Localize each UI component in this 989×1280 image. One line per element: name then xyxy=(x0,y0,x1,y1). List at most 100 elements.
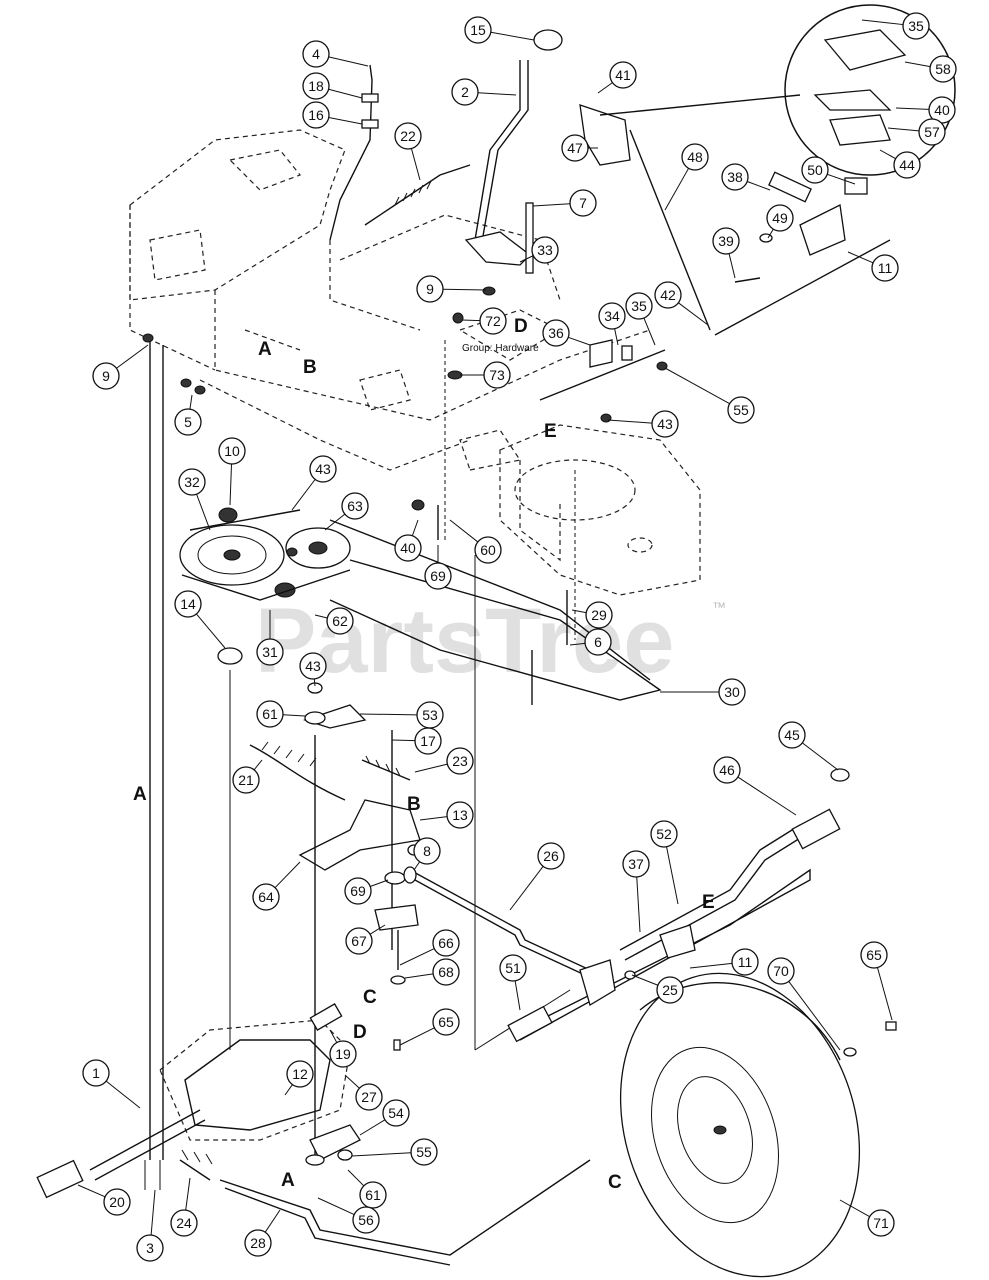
callout-number: 69 xyxy=(430,568,446,584)
callout-number: 19 xyxy=(335,1046,351,1062)
callout-62: 62 xyxy=(326,607,354,635)
leader-line xyxy=(802,742,839,771)
callout-17: 17 xyxy=(414,727,442,755)
callout-circle xyxy=(424,562,452,590)
leader-line xyxy=(461,319,481,322)
callout-7: 7 xyxy=(569,189,597,217)
callout-63: 63 xyxy=(341,492,369,520)
callout-number: 35 xyxy=(631,298,647,314)
callout-number: 35 xyxy=(908,18,924,34)
callout-circle xyxy=(893,151,921,179)
callout-number: 11 xyxy=(878,260,893,276)
callout-circle xyxy=(394,122,422,150)
callout-60: 60 xyxy=(474,536,502,564)
callout-43: 43 xyxy=(299,652,327,680)
callout-number: 61 xyxy=(262,706,278,722)
leader-line xyxy=(282,714,306,717)
frame-chassis xyxy=(129,129,651,471)
callout-circle xyxy=(92,362,120,390)
callout-circle xyxy=(598,302,626,330)
callout-number: 21 xyxy=(238,772,254,788)
callout-number: 23 xyxy=(452,753,468,769)
callout-39: 39 xyxy=(712,227,740,255)
leader-line xyxy=(569,642,586,646)
leader-line xyxy=(839,1199,870,1218)
leader-line xyxy=(477,92,517,96)
leader-line xyxy=(689,962,733,969)
leader-line xyxy=(253,759,263,771)
callout-circle xyxy=(474,536,502,564)
callout-number: 2 xyxy=(461,84,469,100)
leader-line xyxy=(150,1189,156,1236)
callout-circle xyxy=(542,319,570,347)
callout-46: 46 xyxy=(713,756,741,784)
callout-circle xyxy=(918,118,946,146)
callout-circle xyxy=(218,437,246,465)
callout-number: 40 xyxy=(400,540,416,556)
callout-number: 18 xyxy=(308,78,324,94)
callout-69: 69 xyxy=(424,562,452,590)
callout-42: 42 xyxy=(654,281,682,309)
leader-line xyxy=(631,974,659,986)
callout-number: 43 xyxy=(657,416,673,432)
callout-65: 65 xyxy=(860,941,888,969)
leader-line xyxy=(313,678,316,687)
callout-44: 44 xyxy=(893,151,921,179)
callout-circle xyxy=(326,607,354,635)
callout-5: 5 xyxy=(174,408,202,436)
callout-number: 28 xyxy=(250,1235,266,1251)
callout-circle xyxy=(414,727,442,755)
watermark-trademark: ™ xyxy=(712,599,726,615)
callout-48: 48 xyxy=(681,143,709,171)
callout-circle xyxy=(712,227,740,255)
connection-letter-C: C xyxy=(608,1172,622,1193)
callout-number: 52 xyxy=(656,826,672,842)
callout-circle xyxy=(731,948,759,976)
callout-circle xyxy=(713,756,741,784)
callout-number: 73 xyxy=(489,367,505,383)
callout-circle xyxy=(622,850,650,878)
callout-circle xyxy=(569,189,597,217)
callout-61: 61 xyxy=(256,700,284,728)
callout-38: 38 xyxy=(721,163,749,191)
callout-35: 35 xyxy=(625,292,653,320)
idler-bracket xyxy=(249,682,421,1160)
callout-number: 1 xyxy=(92,1065,100,1081)
callout-12: 12 xyxy=(286,1060,314,1088)
callout-19: 19 xyxy=(329,1040,357,1068)
callout-circle xyxy=(609,61,637,89)
leader-line xyxy=(568,336,591,346)
leader-line xyxy=(519,255,534,263)
callout-number: 37 xyxy=(628,856,644,872)
callout-number: 66 xyxy=(438,935,454,951)
callout-circle xyxy=(256,700,284,728)
callout-number: 53 xyxy=(422,707,438,723)
callout-number: 36 xyxy=(548,325,564,341)
callout-circle xyxy=(432,958,460,986)
leader-line xyxy=(189,394,193,410)
connection-letter-D: D xyxy=(353,1022,367,1043)
callout-circle xyxy=(256,638,284,666)
callout-32: 32 xyxy=(178,468,206,496)
leader-line xyxy=(328,56,369,67)
callout-number: 39 xyxy=(718,233,734,249)
callout-number: 43 xyxy=(315,461,331,477)
callout-number: 69 xyxy=(350,883,366,899)
leader-line xyxy=(788,981,841,1051)
leader-line xyxy=(344,1074,360,1089)
connection-letter-D: D xyxy=(514,316,528,337)
callout-31: 31 xyxy=(256,638,284,666)
callout-45: 45 xyxy=(778,721,806,749)
callout-number: 12 xyxy=(292,1066,308,1082)
leader-line xyxy=(196,493,211,531)
leader-line xyxy=(185,1177,191,1211)
leader-line xyxy=(413,861,421,871)
callout-55: 55 xyxy=(727,396,755,424)
callout-circle xyxy=(432,929,460,957)
leader-line xyxy=(419,816,448,821)
leader-line xyxy=(847,251,874,264)
leader-line xyxy=(636,876,641,933)
leader-line xyxy=(399,948,435,966)
callout-number: 72 xyxy=(485,313,501,329)
callout-number: 51 xyxy=(505,960,521,976)
